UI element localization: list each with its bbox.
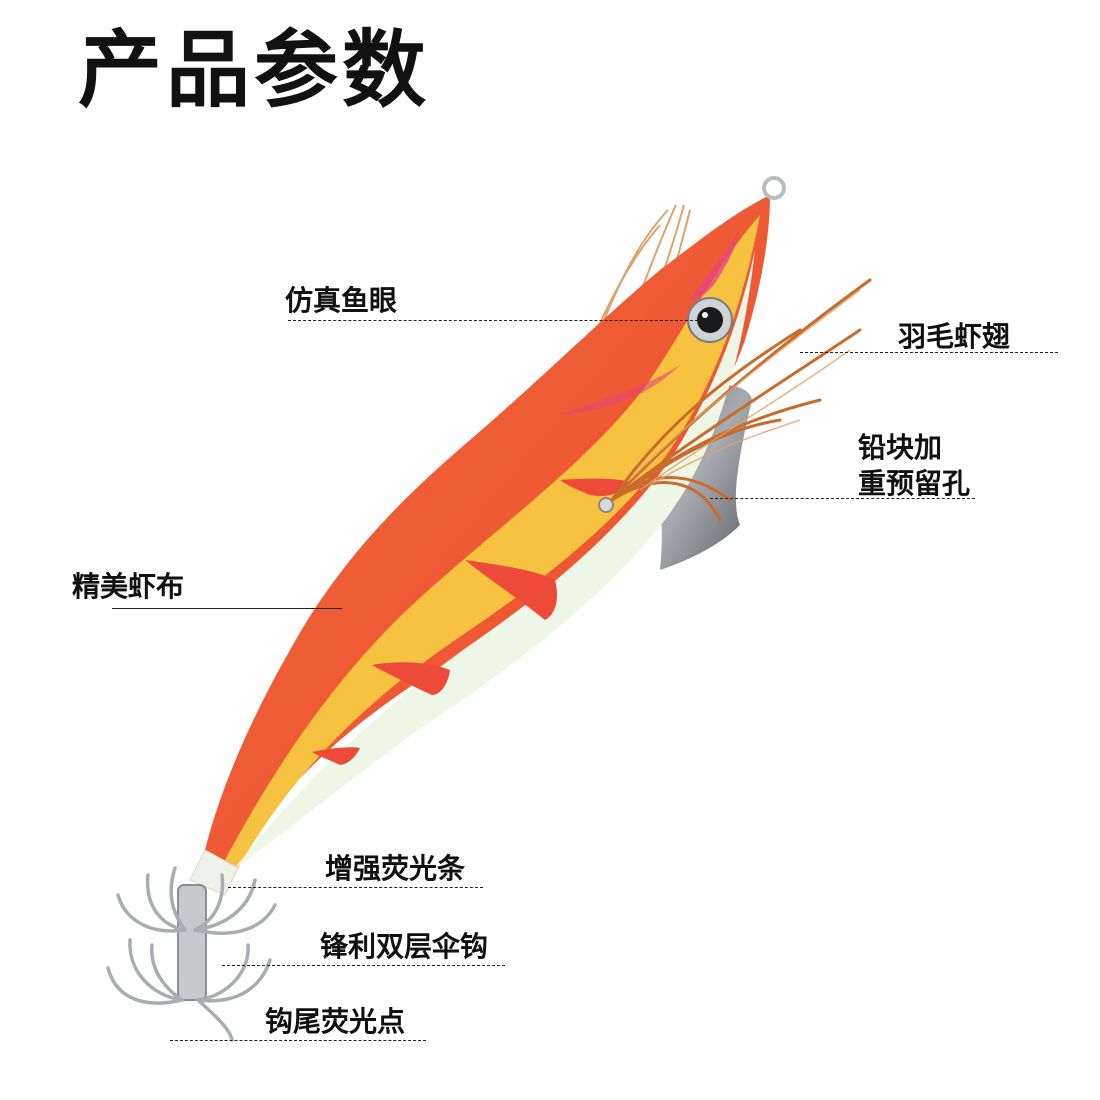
label-lead-hole-line2: 重预留孔 — [858, 467, 971, 500]
leader-hook-tail-dot — [170, 1040, 426, 1041]
label-umbrella-hook: 锋利双层伞钩 — [320, 930, 489, 963]
leader-feather-wing — [800, 352, 1058, 353]
side-fins — [312, 478, 630, 765]
fish-eye — [687, 297, 733, 343]
yellow-stripe — [225, 215, 760, 868]
label-lead-hole-line1: 铅块加 — [858, 431, 943, 464]
label-lead-hole: 铅块加 重预留孔 — [858, 430, 970, 502]
label-shrimp-cloth: 精美虾布 — [72, 570, 185, 603]
leader-umbrella-hook — [222, 965, 505, 966]
label-hook-tail-dot: 钩尾荧光点 — [265, 1005, 406, 1038]
leader-shrimp-cloth — [112, 608, 342, 609]
umbrella-hooks — [106, 866, 277, 1042]
page-title: 产品参数 — [78, 21, 431, 119]
head-accent — [690, 230, 740, 300]
line-ring — [762, 176, 786, 200]
leader-lead-hole — [710, 498, 975, 499]
lead-hole-eyelet — [598, 497, 614, 513]
tail-collar — [189, 849, 239, 896]
label-luminous-strip: 增强荧光条 — [325, 852, 466, 885]
label-fish-eye: 仿真鱼眼 — [285, 284, 398, 317]
leader-luminous-strip — [228, 887, 483, 888]
label-feather-wing: 羽毛虾翅 — [898, 320, 1011, 353]
leader-fish-eye — [288, 320, 698, 321]
